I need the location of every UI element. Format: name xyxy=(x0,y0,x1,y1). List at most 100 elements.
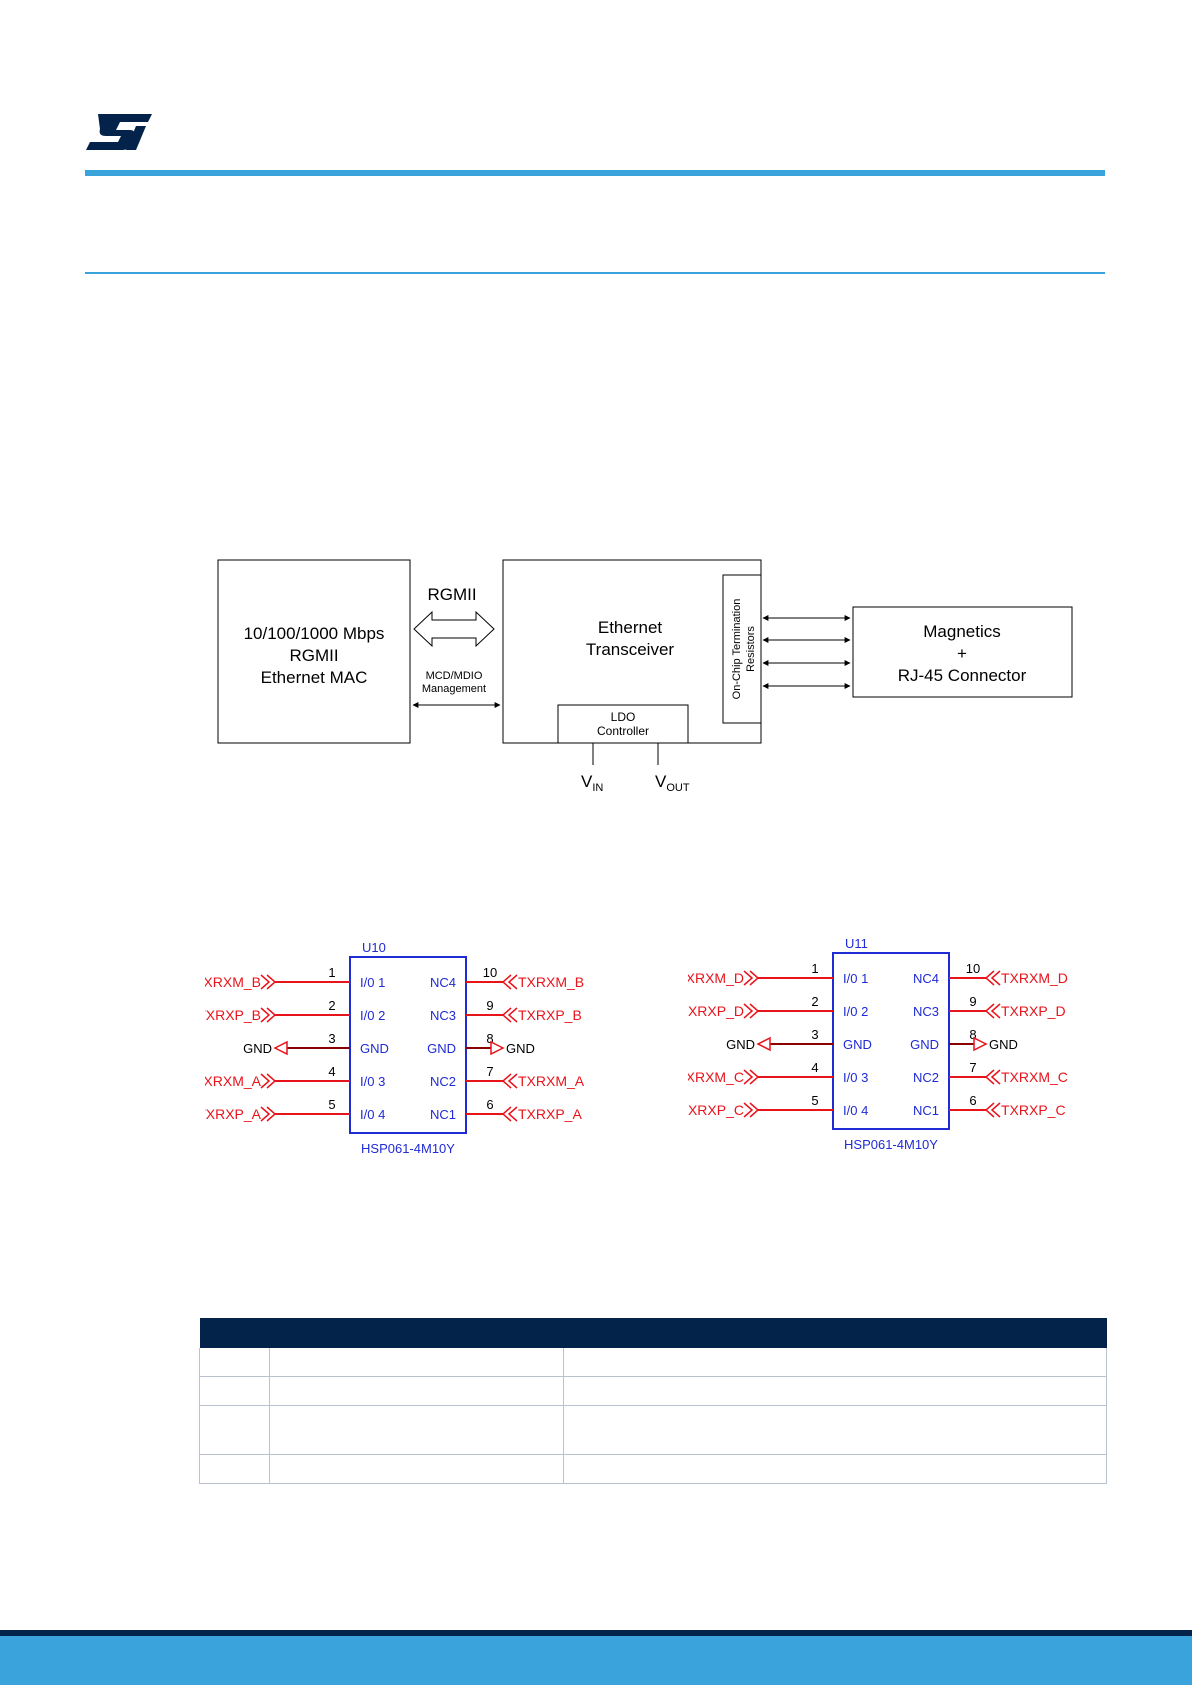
pin-name: NC2 xyxy=(430,1074,456,1089)
pin-name: I/0 3 xyxy=(843,1070,868,1085)
termination-label-2: Resistors xyxy=(745,626,757,672)
off-page-connector xyxy=(984,970,1001,986)
table-cell xyxy=(269,1376,564,1406)
header-rule xyxy=(85,170,1105,176)
off-page-connector xyxy=(501,1073,518,1089)
net-label: TXRXM_C xyxy=(688,1069,744,1085)
table-row xyxy=(199,1376,1107,1406)
net-label: GND xyxy=(243,1041,272,1056)
table-header-cell xyxy=(199,1318,270,1348)
data-table xyxy=(199,1318,1107,1484)
table-cell xyxy=(269,1405,564,1455)
footer-band xyxy=(0,1636,1192,1685)
net-label: TXRXP_D xyxy=(1001,1003,1066,1019)
transceiver-label-2: Transceiver xyxy=(586,640,675,659)
pin-number: 6 xyxy=(969,1093,976,1108)
mgmt-label-1: MCD/MDIO xyxy=(426,670,483,682)
pin-name: NC3 xyxy=(913,1004,939,1019)
magnetics-label-1: Magnetics xyxy=(923,622,1000,641)
net-label: TXRXM_B xyxy=(518,974,584,990)
off-page-connector xyxy=(984,1102,1001,1118)
rgmii-arrow xyxy=(413,610,495,648)
mgmt-label-2: Management xyxy=(422,683,486,695)
pin-number: 3 xyxy=(811,1027,818,1042)
component-part-number: HSP061-4M10Y xyxy=(844,1137,938,1152)
magnetics-label-3: RJ-45 Connector xyxy=(898,666,1027,685)
pin-number: 2 xyxy=(811,994,818,1009)
table-cell xyxy=(199,1348,270,1377)
table-cell xyxy=(563,1454,1107,1484)
pin-name: I/0 1 xyxy=(843,971,868,986)
ldo-block xyxy=(557,704,689,744)
pin-number: 9 xyxy=(486,998,493,1013)
pin-number: 2 xyxy=(328,998,335,1013)
pin-name: NC4 xyxy=(913,971,939,986)
vout-label: VOUT xyxy=(655,772,690,794)
termination-block xyxy=(722,574,762,724)
component-ref: U10 xyxy=(362,940,386,955)
pin-number: 6 xyxy=(486,1097,493,1112)
net-label: TXRXP_B xyxy=(205,1007,261,1023)
pin-number: 10 xyxy=(966,961,980,976)
pin-name: GND xyxy=(843,1037,872,1052)
net-label: TXRXP_D xyxy=(688,1003,744,1019)
off-page-connector xyxy=(984,1069,1001,1085)
net-label: TXRXP_B xyxy=(518,1007,582,1023)
off-page-connector xyxy=(743,1069,760,1085)
pin-number: 1 xyxy=(328,965,335,980)
off-page-connector xyxy=(260,1007,277,1023)
off-page-connector xyxy=(743,1102,760,1118)
component-body xyxy=(832,952,950,1130)
table-row xyxy=(199,1405,1107,1455)
off-page-connector xyxy=(260,974,277,990)
table-header-row xyxy=(199,1318,1107,1348)
gnd-symbol xyxy=(273,1040,288,1056)
table-row xyxy=(199,1454,1107,1484)
table-header-cell xyxy=(269,1318,564,1348)
net-label: TXRXP_A xyxy=(518,1106,582,1122)
pin-number: 4 xyxy=(328,1064,335,1079)
pin-name: I/0 2 xyxy=(843,1004,868,1019)
pin-name: NC2 xyxy=(913,1070,939,1085)
off-page-connector xyxy=(501,974,518,990)
footer-rule xyxy=(0,1630,1192,1636)
table-row xyxy=(199,1348,1107,1377)
ldo-label-2: Controller xyxy=(597,724,649,738)
off-page-connector xyxy=(743,970,760,986)
table-cell xyxy=(269,1454,564,1484)
component-body xyxy=(349,956,467,1134)
pin-name: GND xyxy=(360,1041,389,1056)
mac-label-2: RGMII xyxy=(289,646,338,665)
net-label: TXRXM_B xyxy=(205,974,261,990)
net-label: GND xyxy=(506,1041,535,1056)
transceiver-label-1: Ethernet xyxy=(598,618,663,637)
net-label: TXRXP_A xyxy=(205,1106,262,1122)
pin-number: 5 xyxy=(811,1093,818,1108)
table-cell xyxy=(563,1405,1107,1455)
off-page-connector xyxy=(260,1073,277,1089)
pin-number: 8 xyxy=(486,1031,493,1046)
pin-number: 10 xyxy=(483,965,497,980)
pin-name: NC1 xyxy=(430,1107,456,1122)
pin-name: I/0 2 xyxy=(360,1008,385,1023)
pin-number: 3 xyxy=(328,1031,335,1046)
pin-name: GND xyxy=(910,1037,939,1052)
off-page-connector xyxy=(984,1003,1001,1019)
pin-number: 7 xyxy=(969,1060,976,1075)
pin-name: I/0 4 xyxy=(360,1107,385,1122)
table-header-cell xyxy=(563,1318,1107,1348)
component-part-number: HSP061-4M10Y xyxy=(361,1141,455,1156)
pin-name: NC3 xyxy=(430,1008,456,1023)
pin-name: I/0 1 xyxy=(360,975,385,990)
net-label: TXRXM_D xyxy=(688,970,744,986)
pin-name: I/0 4 xyxy=(843,1103,868,1118)
vin-label: VIN xyxy=(581,772,603,794)
component-ref: U11 xyxy=(845,936,868,951)
table-cell xyxy=(199,1405,270,1455)
pin-number: 9 xyxy=(969,994,976,1009)
net-label: TXRXM_A xyxy=(518,1073,585,1089)
off-page-connector xyxy=(743,1003,760,1019)
ethernet-block-diagram: 10/100/1000 Mbps RGMII Ethernet MAC RGMI… xyxy=(217,559,1073,794)
